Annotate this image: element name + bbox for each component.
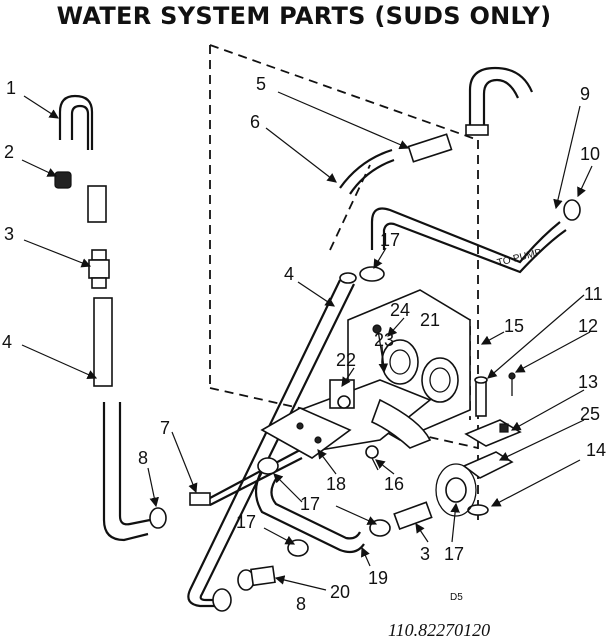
callout-6: 6	[250, 112, 260, 132]
top-hook-hose	[465, 66, 534, 136]
callout-9: 9	[580, 84, 590, 104]
callout-3b: 3	[420, 544, 430, 564]
part-10-clamp	[563, 199, 581, 221]
callout-8b: 8	[296, 594, 306, 614]
callout-23: 23	[374, 330, 394, 350]
callout-18: 18	[326, 474, 346, 494]
callout-24: 24	[390, 300, 410, 320]
part-3-connector	[88, 249, 110, 289]
part-4-long-hose	[93, 297, 151, 542]
callout-10: 10	[580, 144, 600, 164]
callout-labels: 1 2 3 4 5 6 9 10 17 4 24 21 11 12 23 15 …	[2, 74, 606, 614]
to-pump-label: TO PUMP	[496, 247, 543, 269]
part-1-hose-bend	[58, 94, 94, 150]
part-6-elbow	[339, 148, 395, 195]
callout-leaders	[21, 91, 593, 591]
callout-2: 2	[4, 142, 14, 162]
callout-7: 7	[160, 418, 170, 438]
part-7-fitting	[189, 449, 303, 506]
callout-4b: 4	[284, 264, 294, 284]
callout-8: 8	[138, 448, 148, 468]
callout-17b: 17	[300, 494, 320, 514]
callout-17a: 17	[380, 230, 400, 250]
part-8-lower-clamp	[212, 588, 232, 612]
section-code: D5	[450, 592, 463, 603]
part-4-diagonal-hose	[187, 272, 357, 608]
diagram-title: WATER SYSTEM PARTS (SUDS ONLY)	[56, 2, 552, 30]
part-17-clamp	[359, 266, 385, 282]
part-number: 110.82270120	[388, 620, 490, 640]
hose-segment	[87, 185, 107, 223]
part-2-cap	[54, 171, 72, 189]
callout-14: 14	[586, 440, 606, 460]
part-11-pin	[474, 376, 488, 417]
callout-16: 16	[384, 474, 404, 494]
part-20-fitting	[237, 565, 276, 591]
part-9-pump-hose	[370, 207, 567, 274]
callout-13: 13	[578, 372, 598, 392]
callout-15: 15	[504, 316, 524, 336]
part-5-hose	[407, 133, 453, 163]
callout-19: 19	[368, 568, 388, 588]
part-8-clamp	[149, 507, 167, 529]
part-13-bracket	[464, 419, 522, 447]
callout-4: 4	[2, 332, 12, 352]
callout-12: 12	[578, 316, 598, 336]
part-16-screw	[365, 445, 379, 471]
part-12-screw	[508, 372, 516, 396]
callout-22: 22	[336, 350, 356, 370]
callout-17c: 17	[444, 544, 464, 564]
callout-11: 11	[584, 284, 603, 304]
part-18-plate	[260, 407, 352, 459]
callout-17d: 17	[236, 512, 256, 532]
callout-1: 1	[6, 78, 16, 98]
callout-20: 20	[330, 582, 350, 602]
callout-21: 21	[420, 310, 440, 330]
callout-5: 5	[256, 74, 266, 94]
callout-3: 3	[4, 224, 14, 244]
callout-25: 25	[580, 404, 600, 424]
